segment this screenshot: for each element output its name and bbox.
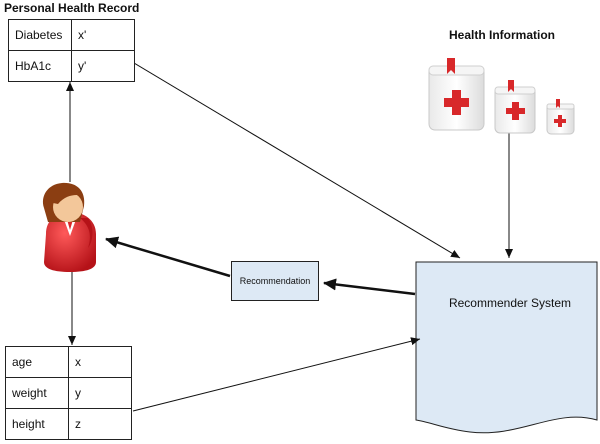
phr-key-cell: HbA1c (8, 50, 72, 82)
table-row: age x (5, 346, 132, 378)
table-row: height z (5, 408, 132, 440)
arrow-recommender-to-recommendation (323, 278, 416, 296)
arrow-phr-to-recommender (113, 50, 461, 259)
recommender-system-label: Recommender System (448, 296, 572, 310)
phr-value-cell: y' (71, 50, 135, 82)
medical-book-icon-large (428, 58, 485, 131)
personal-health-record-title: Personal Health Record (4, 1, 140, 15)
recommendation-label: Recommendation (239, 276, 311, 286)
medical-book-icon-medium (494, 80, 536, 134)
phr-value-cell: x' (71, 19, 135, 51)
arrow-patient-to-recommender (132, 337, 421, 412)
patient-value-cell: z (68, 408, 132, 440)
personal-health-record-table: Diabetes x' HbA1c y' (8, 19, 135, 82)
patient-attributes-table: age x weight y height z (5, 346, 132, 440)
medical-book-icon-small (546, 99, 575, 135)
patient-key-cell: weight (5, 377, 69, 409)
table-row: Diabetes x' (8, 19, 135, 51)
recommender-system-shape (415, 261, 598, 434)
patient-key-cell: age (5, 346, 69, 378)
arrow-recommendation-to-person (105, 236, 231, 278)
recommendation-box: Recommendation (231, 261, 319, 301)
phr-key-cell: Diabetes (8, 19, 72, 51)
patient-value-cell: y (68, 377, 132, 409)
patient-value-cell: x (68, 346, 132, 378)
health-information-title: Health Information (449, 28, 556, 42)
patient-key-cell: height (5, 408, 69, 440)
table-row: weight y (5, 377, 132, 409)
patient-person-icon (42, 182, 96, 272)
table-row: HbA1c y' (8, 50, 135, 82)
